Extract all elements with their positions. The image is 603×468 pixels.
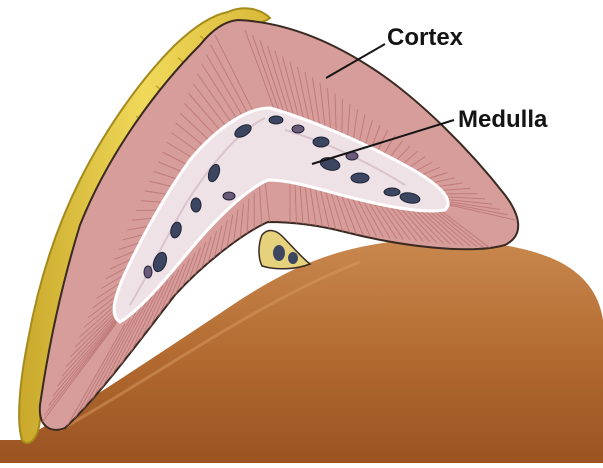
medulla-label: Medulla (458, 108, 547, 132)
hilum-notch (259, 231, 310, 269)
cortex-label: Cortex (387, 26, 463, 50)
